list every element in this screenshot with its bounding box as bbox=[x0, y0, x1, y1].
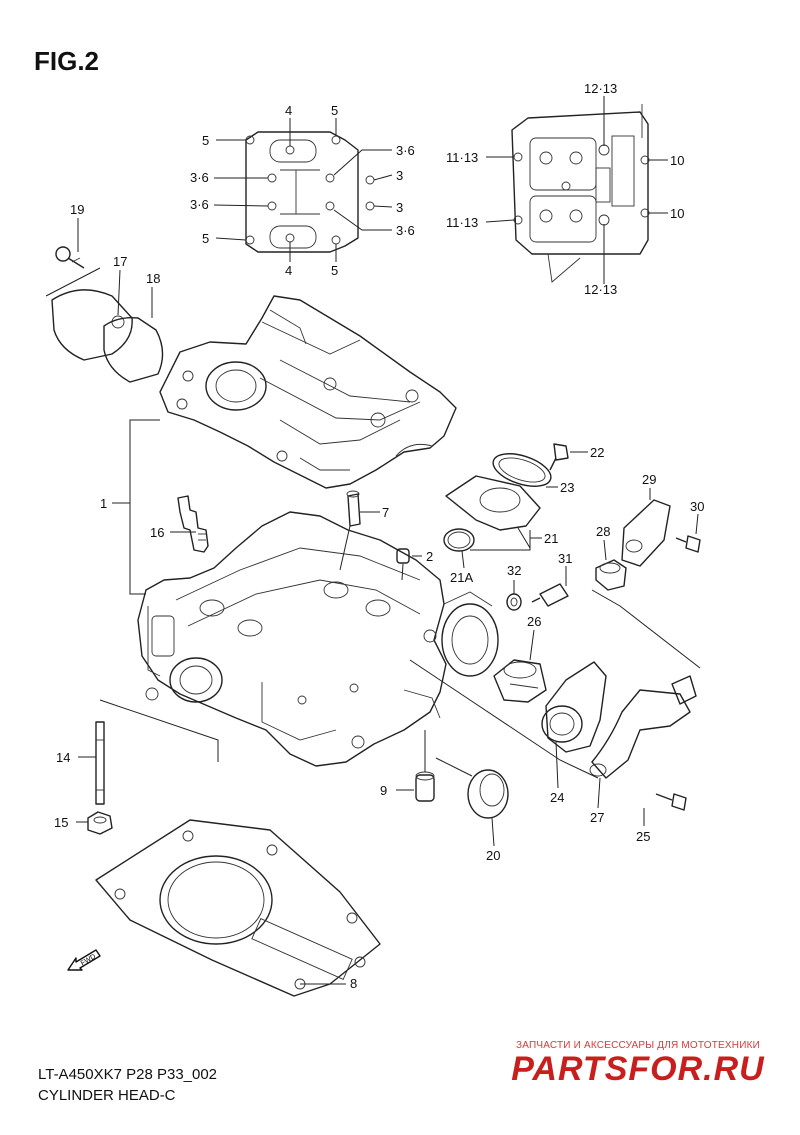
part-31-sensor bbox=[531, 566, 569, 607]
part-24-case bbox=[541, 661, 607, 789]
part-22-bolt bbox=[549, 443, 588, 471]
callout-5-left-top: 5 bbox=[202, 133, 209, 148]
part-9-plug bbox=[396, 730, 435, 802]
callout-25: 25 bbox=[636, 829, 650, 844]
part-21a-o-ring bbox=[443, 528, 475, 569]
callout-27: 27 bbox=[590, 810, 604, 825]
callout-10-bottom: 10 bbox=[670, 206, 684, 221]
callout-10-top: 10 bbox=[670, 153, 684, 168]
callout-3-6-right-b: 3·6 bbox=[396, 223, 415, 238]
part-15-nut bbox=[76, 811, 113, 835]
part-32-washer bbox=[506, 580, 522, 611]
callout-5-left-bottom: 5 bbox=[202, 231, 209, 246]
model-code: LT-A450XK7 P28 P33_002 bbox=[38, 1066, 218, 1083]
callout-24: 24 bbox=[550, 790, 564, 805]
callout-20: 20 bbox=[486, 848, 500, 863]
watermark-tagline: ЗАПЧАСТИ И АКСЕССУАРЫ ДЛЯ МОТОТЕХНИКИ bbox=[515, 1040, 761, 1051]
part-8-head-gasket bbox=[95, 819, 381, 997]
callout-3-right-a: 3 bbox=[396, 168, 403, 183]
callout-23: 23 bbox=[560, 480, 574, 495]
part-28-grommet bbox=[595, 539, 627, 591]
callout-2: 2 bbox=[426, 549, 433, 564]
forward-label: FWD bbox=[80, 953, 97, 967]
callout-11-13-bottom: 11·13 bbox=[446, 215, 478, 230]
callout-16: 16 bbox=[150, 525, 164, 540]
callout-3-right-b: 3 bbox=[396, 200, 403, 215]
callout-3-6-left-b: 3·6 bbox=[190, 197, 209, 212]
part-25-bolt bbox=[643, 793, 687, 826]
callout-5-top: 5 bbox=[331, 103, 338, 118]
callout-5-bottom: 5 bbox=[331, 263, 338, 278]
callout-19: 19 bbox=[70, 202, 84, 217]
callout-12-13-top: 12·13 bbox=[584, 81, 617, 96]
callout-12-13-bottom: 12·13 bbox=[584, 282, 617, 297]
part-16-spark-plug bbox=[170, 495, 209, 553]
callout-1: 1 bbox=[100, 496, 107, 511]
part-27-pipe bbox=[589, 589, 701, 809]
callout-8: 8 bbox=[350, 976, 357, 991]
callout-4-bottom: 4 bbox=[285, 263, 292, 278]
callout-21: 21 bbox=[544, 531, 558, 546]
callout-31: 31 bbox=[558, 551, 572, 566]
cylinder-head bbox=[137, 511, 499, 767]
callout-29: 29 bbox=[642, 472, 656, 487]
callout-14: 14 bbox=[56, 750, 70, 765]
callout-15: 15 bbox=[54, 815, 68, 830]
callout-7: 7 bbox=[382, 505, 389, 520]
callout-32: 32 bbox=[507, 563, 521, 578]
watermark-brand: PARTSFOR.RU bbox=[511, 1050, 765, 1088]
cylinder-head-top-inset bbox=[485, 96, 668, 284]
callout-9: 9 bbox=[380, 783, 387, 798]
figure-title: FIG.2 bbox=[34, 46, 100, 76]
callout-26: 26 bbox=[527, 614, 541, 629]
section-name: CYLINDER HEAD-C bbox=[38, 1087, 176, 1104]
part-26-thermostat bbox=[493, 629, 547, 703]
part-29-bracket bbox=[621, 488, 671, 567]
callout-22: 22 bbox=[590, 445, 604, 460]
part-19-bolt bbox=[55, 218, 85, 269]
part-17-cover bbox=[45, 267, 133, 361]
head-bolt-sequence-inset bbox=[213, 118, 393, 262]
callout-17: 17 bbox=[113, 254, 127, 269]
callout-3-6-left-a: 3·6 bbox=[190, 170, 209, 185]
assembly-leader bbox=[409, 659, 599, 779]
callout-18: 18 bbox=[146, 271, 160, 286]
part-18-gasket bbox=[103, 287, 164, 383]
cylinder-head-cover bbox=[159, 295, 457, 489]
part-30-bolt bbox=[675, 513, 701, 553]
part-7-guide bbox=[339, 490, 380, 571]
part-21-intake-pipe bbox=[445, 475, 542, 551]
callout-30: 30 bbox=[690, 499, 704, 514]
callout-11-13-top: 11·13 bbox=[446, 150, 478, 165]
part-14-stud bbox=[78, 699, 219, 805]
watermark-logo: ЗАПЧАСТИ И АКСЕССУАРЫ ДЛЯ МОТОТЕХНИКИ PA… bbox=[488, 1040, 788, 1087]
callout-28: 28 bbox=[596, 524, 610, 539]
part-23-clamp bbox=[492, 453, 558, 488]
callout-21a: 21A bbox=[450, 570, 473, 585]
forward-arrow-icon: FWD bbox=[67, 949, 101, 971]
part-20-cap bbox=[435, 757, 509, 847]
callout-3-6-right-a: 3·6 bbox=[396, 143, 415, 158]
part-1-bracket bbox=[112, 419, 160, 595]
callout-4-top: 4 bbox=[285, 103, 292, 118]
